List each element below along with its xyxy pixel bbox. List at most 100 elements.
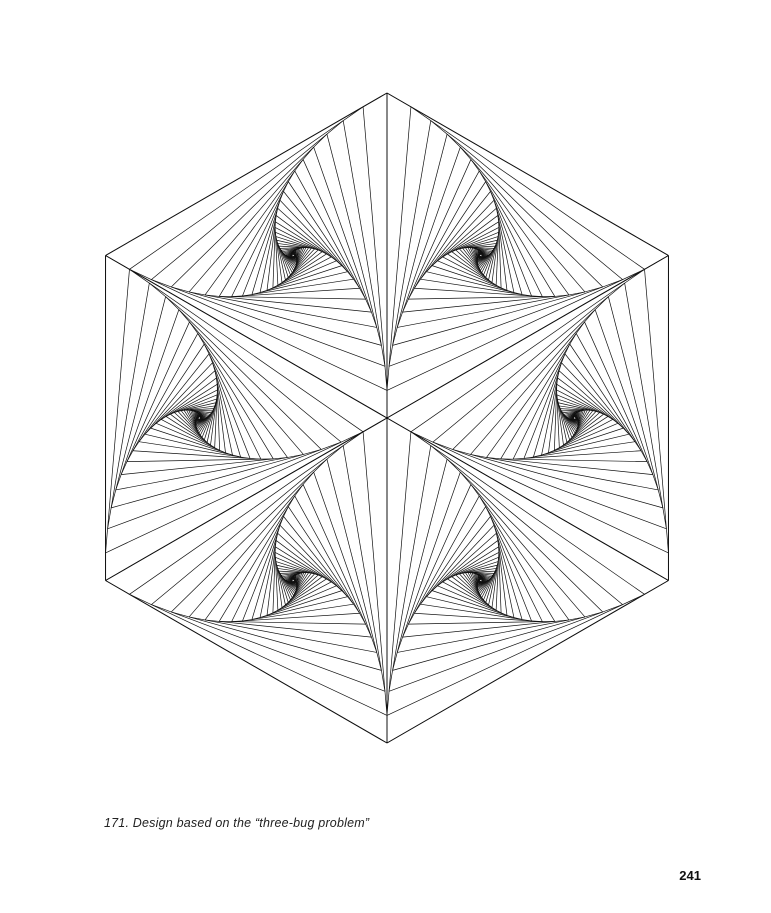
pursuit-line bbox=[197, 416, 201, 419]
pursuit-line bbox=[392, 134, 448, 346]
pursuit-line bbox=[556, 384, 613, 420]
pursuit-line bbox=[144, 362, 213, 435]
pursuit-line bbox=[272, 221, 276, 288]
pursuit-line bbox=[283, 191, 354, 280]
pursuit-line bbox=[402, 159, 472, 313]
hexagon-edge bbox=[386, 92, 669, 256]
pursuit-line bbox=[430, 120, 623, 280]
pursuit-line bbox=[266, 585, 337, 616]
pursuit-line bbox=[204, 484, 304, 621]
pursuit-line bbox=[283, 516, 354, 605]
pursuit-line bbox=[216, 384, 220, 451]
pursuit-lines bbox=[105, 92, 669, 744]
pursuit-line bbox=[496, 533, 515, 618]
pursuit-line bbox=[105, 269, 130, 553]
pursuit-line bbox=[214, 389, 218, 448]
pursuit-line bbox=[138, 441, 251, 459]
pursuit-line bbox=[497, 215, 508, 291]
pursuit-line bbox=[129, 268, 388, 391]
pursuit-line bbox=[490, 516, 532, 622]
pursuit-line bbox=[452, 449, 663, 509]
pursuit-line bbox=[242, 603, 354, 622]
pursuit-line bbox=[188, 146, 314, 293]
pursuit-line bbox=[129, 593, 388, 716]
pursuit-line bbox=[554, 419, 613, 451]
pursuit-line bbox=[218, 495, 296, 622]
pursuit-line bbox=[486, 321, 585, 458]
pursuit-line bbox=[129, 431, 364, 595]
pursuit-line bbox=[150, 370, 216, 429]
pursuit-line bbox=[556, 389, 560, 448]
pursuit-line bbox=[205, 619, 372, 638]
pursuit-line bbox=[251, 525, 281, 620]
pursuit-line bbox=[481, 253, 483, 257]
pursuit-line bbox=[178, 309, 304, 455]
pursuit-line bbox=[107, 283, 150, 529]
pursuit-line bbox=[414, 612, 543, 622]
pursuit-line bbox=[486, 457, 653, 475]
pursuit-line bbox=[302, 484, 372, 638]
pursuit-line bbox=[126, 333, 199, 462]
pursuit-line bbox=[171, 286, 382, 346]
pursuit-line bbox=[291, 255, 296, 258]
pursuit-line bbox=[326, 134, 382, 346]
pursuit-line bbox=[431, 208, 497, 266]
pursuit-line bbox=[291, 253, 293, 257]
page-number: 241 bbox=[679, 868, 701, 883]
pursuit-line bbox=[199, 416, 201, 420]
pursuit-line bbox=[490, 191, 532, 297]
pursuit-line bbox=[500, 333, 577, 460]
pursuit-line bbox=[151, 445, 344, 605]
pursuit-line bbox=[513, 450, 642, 460]
pursuit-line bbox=[279, 525, 348, 597]
pursuit-line bbox=[274, 227, 279, 286]
pursuit-line bbox=[410, 431, 669, 554]
pursuit-line bbox=[251, 596, 348, 620]
pursuit-line bbox=[447, 253, 497, 286]
pursuit-line bbox=[274, 552, 279, 611]
pursuit-line bbox=[548, 377, 558, 453]
figure-caption: 171. Design based on the “three-bug prob… bbox=[104, 816, 370, 830]
pursuit-line bbox=[410, 106, 645, 270]
pursuit-line bbox=[496, 208, 515, 293]
pursuit-line bbox=[275, 215, 337, 262]
pursuit-line bbox=[219, 296, 366, 300]
pursuit-line bbox=[430, 445, 623, 605]
pursuit-line bbox=[512, 343, 571, 460]
pursuit-line bbox=[420, 191, 491, 280]
pursuit-line bbox=[460, 146, 586, 293]
pursuit-line bbox=[437, 540, 499, 587]
pursuit-line bbox=[478, 170, 556, 297]
pursuit-line bbox=[495, 227, 500, 286]
pursuit-line bbox=[481, 578, 483, 582]
pursuit-line bbox=[188, 471, 314, 618]
pursuit-line bbox=[386, 268, 645, 391]
pursuit-line bbox=[150, 427, 233, 456]
hexagon-edge bbox=[105, 92, 388, 256]
pursuit-line bbox=[242, 278, 354, 297]
pursuit-line bbox=[442, 581, 502, 614]
pursuit-line bbox=[151, 120, 344, 280]
pursuit-line bbox=[151, 279, 386, 367]
pursuit-line bbox=[408, 296, 555, 300]
pursuit-line bbox=[231, 612, 360, 622]
pursuit-line bbox=[111, 449, 322, 509]
pursuit-line bbox=[558, 370, 624, 429]
pursuit-line bbox=[500, 458, 648, 462]
pursuit-line bbox=[437, 585, 508, 616]
pursuit-line bbox=[105, 431, 364, 554]
pursuit-line bbox=[156, 422, 226, 454]
hexagon-spoke bbox=[386, 255, 669, 419]
pursuit-line bbox=[397, 291, 585, 328]
pursuit-line bbox=[569, 343, 642, 451]
pursuit-line bbox=[151, 604, 386, 692]
pursuit-line bbox=[523, 353, 566, 459]
pursuit-line bbox=[275, 221, 332, 258]
pursuit-line bbox=[478, 495, 556, 622]
pursuit-line bbox=[392, 286, 603, 346]
pursuit-line bbox=[447, 578, 497, 611]
pursuit-line bbox=[313, 472, 378, 653]
pursuit-line bbox=[216, 377, 226, 453]
pursuit-line bbox=[624, 283, 667, 529]
